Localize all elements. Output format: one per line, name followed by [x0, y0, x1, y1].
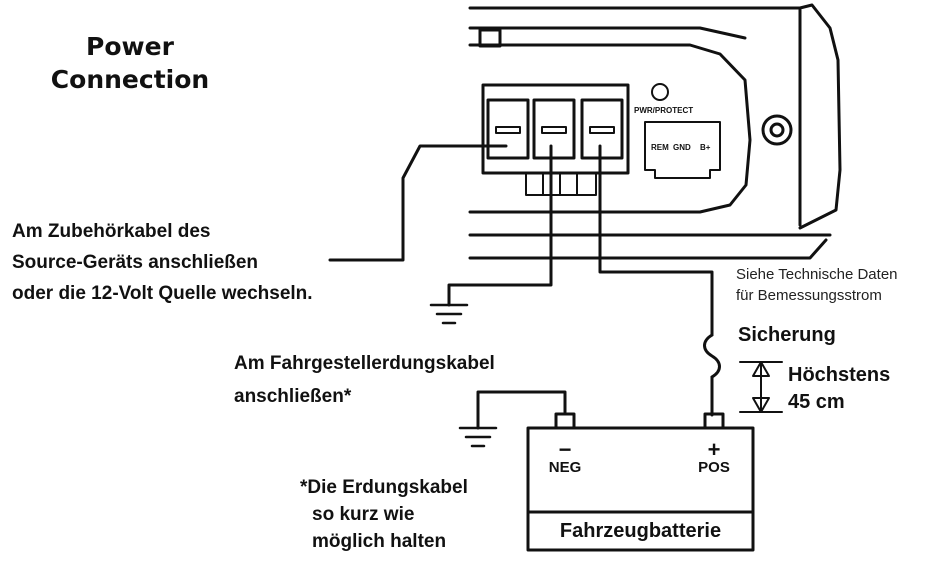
port-label-rem: REM [651, 143, 669, 152]
chassis-ground-label: Am Fahrgestellerdungskabel anschließen* [234, 350, 495, 410]
ground-wire [447, 144, 553, 307]
battery-label: Fahrzeugbatterie [559, 520, 722, 542]
source-label-line-3: oder die 12-Volt Quelle wechseln. [12, 283, 313, 304]
source-label-line-1: Am Zubehörkabel des [12, 221, 211, 242]
remote-port [644, 121, 721, 179]
pos-sign: + [707, 437, 721, 462]
source-label-line-2: Source-Geräts anschließen [12, 252, 259, 273]
pos-post [703, 412, 725, 430]
title-line-2: Connection [50, 65, 210, 94]
note-line-1: *Die Erdungskabel [300, 477, 468, 498]
pos-label: POS [698, 459, 730, 476]
max-distance-dimension [739, 361, 783, 413]
fuse-label: Sicherung [738, 324, 836, 346]
fuse-symbol [703, 333, 721, 379]
neg-label: NEG [548, 459, 582, 476]
ground-symbol [429, 303, 469, 325]
port-label-b-plus: B+ [700, 143, 711, 152]
protect-label: PWR/PROTECT [634, 106, 694, 115]
port-label-gnd: GND [673, 143, 691, 152]
neg-sign: − [558, 437, 572, 462]
chassis-ground-symbol [458, 426, 498, 448]
max-distance-label: Höchstens 45 cm [788, 362, 890, 416]
protect-led [651, 83, 669, 101]
note-line-3: möglich halten [312, 531, 447, 552]
max-label-line-2: 45 cm [788, 391, 845, 413]
note-line-2: so kurz wie [312, 504, 415, 525]
ground-note: *Die Erdungskabel so kurz wie möglich ha… [300, 474, 468, 555]
chassis-label-line-2: anschließen* [234, 386, 352, 407]
chassis-label-line-1: Am Fahrgestellerdungskabel [234, 353, 495, 374]
neg-post [554, 412, 576, 430]
remote-wire [328, 144, 508, 262]
max-label-line-1: Höchstens [788, 364, 891, 386]
spec-note: Siehe Technische Daten für Bemessungsstr… [736, 264, 898, 306]
battery-body [526, 426, 755, 552]
spec-line-2: für Bemessungsstrom [736, 287, 882, 304]
terminal-block [481, 83, 630, 196]
source-connection-label: Am Zubehörkabel des Source-Geräts anschl… [12, 218, 313, 307]
page-title: Power Connection [30, 30, 230, 96]
title-line-1: Power [86, 32, 174, 61]
chassis-ground-wire [476, 390, 567, 430]
power-wire [598, 144, 714, 337]
mounting-hole [761, 114, 793, 146]
amplifier-housing [468, 3, 842, 260]
spec-line-1: Siehe Technische Daten [736, 266, 898, 283]
